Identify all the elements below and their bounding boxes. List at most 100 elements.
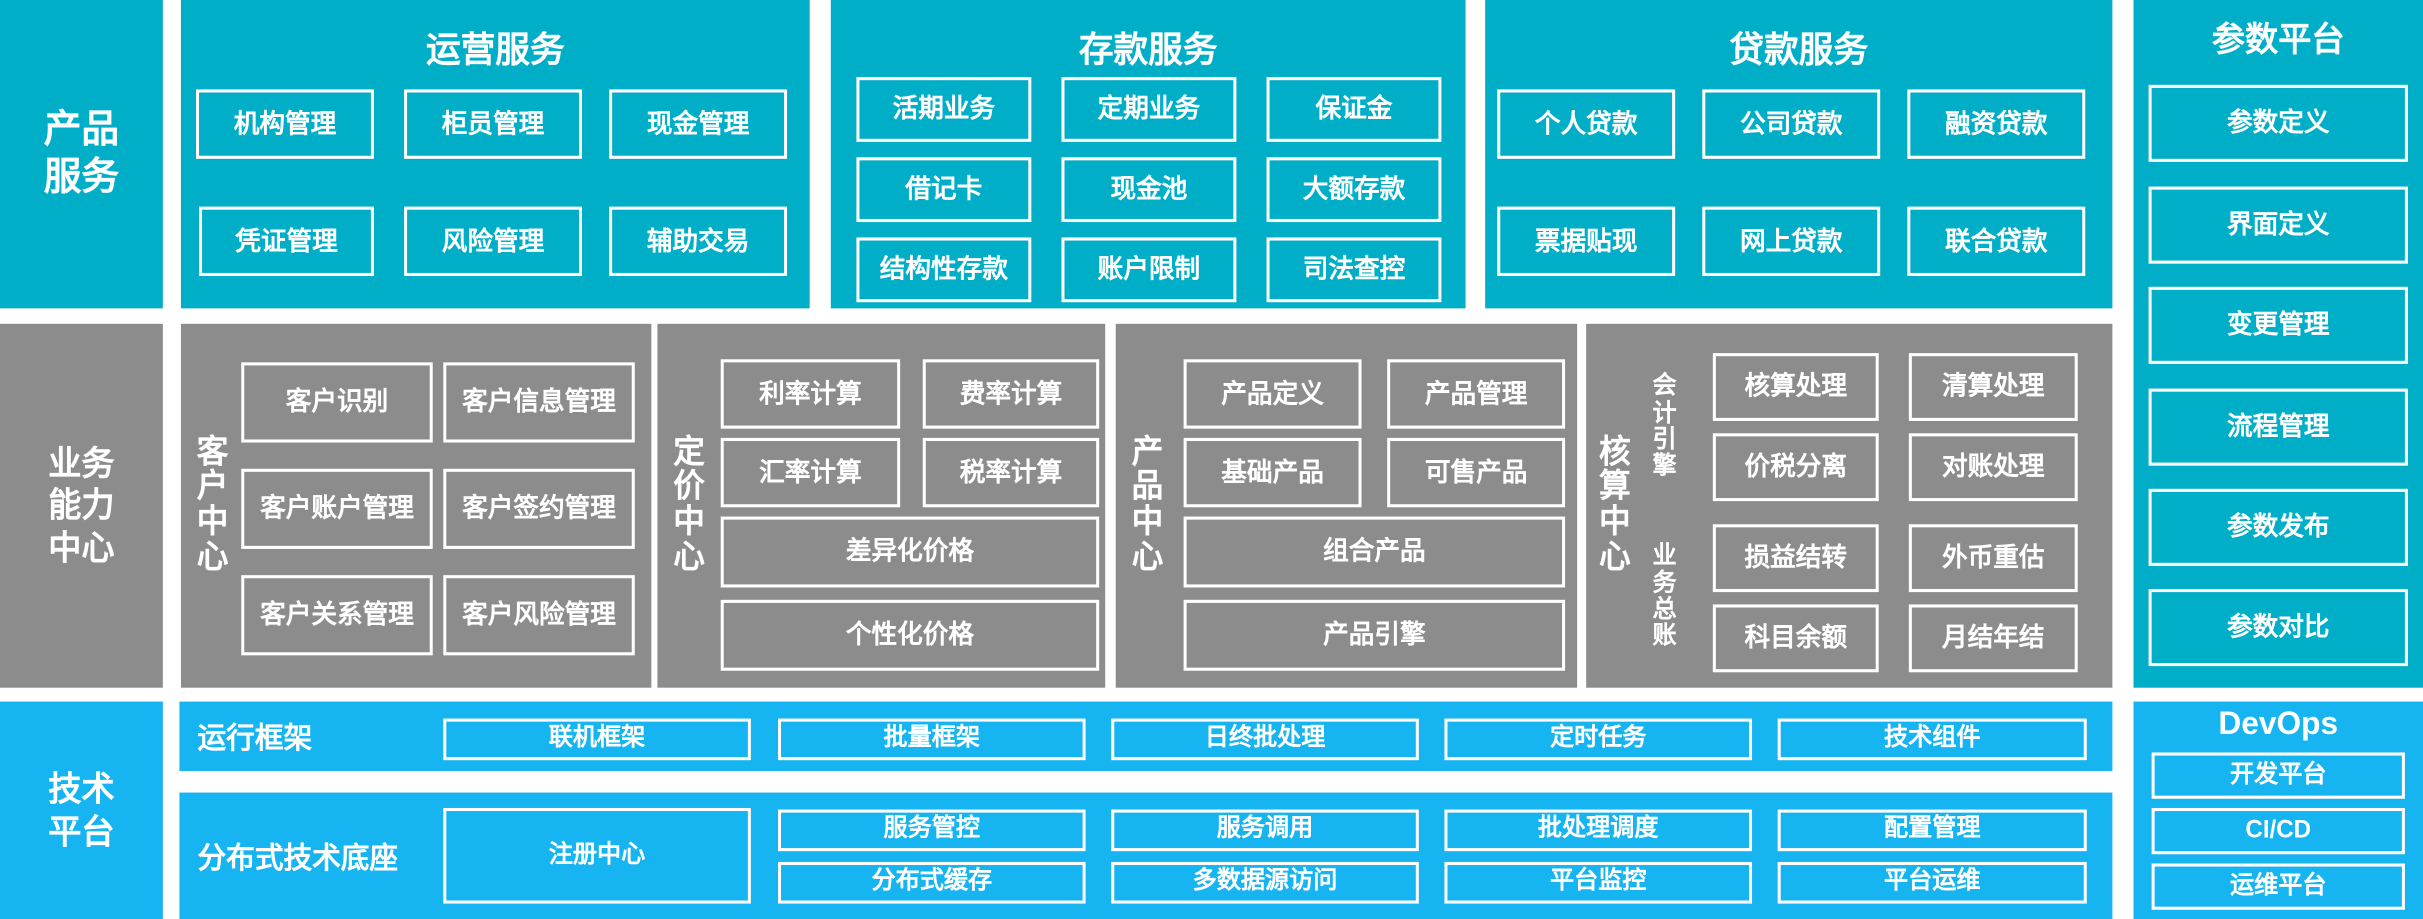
layer-label-line3: 中心: [48, 528, 115, 568]
layer-label-line1: 业务: [48, 443, 115, 483]
capability-cell-general-ledger-3[interactable]: 月结年结: [1908, 604, 2078, 673]
tech-cell-foundation-bottom-2[interactable]: 平台监控: [1444, 861, 1753, 904]
tech-cell-runtime-1[interactable]: 批量框架: [778, 718, 1086, 761]
center-label-char-2: 中: [196, 504, 229, 540]
capability-cell-product-1[interactable]: 产品管理: [1387, 359, 1566, 429]
service-cell-operations-0[interactable]: 机构管理: [196, 89, 374, 159]
service-cell-loan-2[interactable]: 融资贷款: [1907, 89, 2086, 159]
capability-cell-customer-0[interactable]: 客户识别: [241, 362, 433, 443]
tech-cell-foundation-bottom-3[interactable]: 平台运维: [1777, 861, 2087, 904]
service-cell-deposit-0[interactable]: 活期业务: [856, 77, 1032, 142]
subgroup-label-char-3: 账: [1652, 623, 1677, 650]
tech-cell-runtime-3[interactable]: 定时任务: [1444, 718, 1753, 761]
capability-cell-pricing-0[interactable]: 利率计算: [720, 359, 901, 429]
service-cell-deposit-5[interactable]: 大额存款: [1266, 157, 1442, 223]
parameter-cell-4[interactable]: 参数发布: [2148, 488, 2408, 566]
capability-cell-accounting-engine-2[interactable]: 价税分离: [1712, 433, 1879, 502]
center-label-accounting: 核 算 中 心: [1595, 342, 1634, 669]
capability-cell-pricing-2[interactable]: 汇率计算: [720, 437, 901, 508]
tech-row-label-runtime: 运行框架: [197, 723, 313, 756]
tech-cell-foundation-bottom-1[interactable]: 多数据源访问: [1111, 861, 1419, 904]
group-title-deposit: 存款服务: [1078, 29, 1218, 70]
service-cell-deposit-6[interactable]: 结构性存款: [856, 237, 1032, 303]
service-cell-operations-2[interactable]: 现金管理: [609, 89, 788, 159]
service-cell-deposit-1[interactable]: 定期业务: [1061, 77, 1237, 142]
service-cell-loan-4[interactable]: 网上贷款: [1702, 206, 1881, 277]
capability-cell-product-0[interactable]: 产品定义: [1183, 359, 1362, 429]
devops-cell-0[interactable]: 开发平台: [2151, 752, 2405, 799]
capability-cell-accounting-engine-3[interactable]: 对账处理: [1908, 433, 2078, 502]
product-service-rail-panel: [0, 0, 163, 309]
tech-cell-foundation-top-1[interactable]: 服务调用: [1111, 809, 1419, 852]
parameter-cell-3[interactable]: 流程管理: [2148, 388, 2408, 466]
capability-cell-customer-4[interactable]: 客户关系管理: [241, 575, 433, 656]
center-panel-accounting: [1586, 323, 2113, 688]
capability-cell-general-ledger-1[interactable]: 外币重估: [1908, 524, 2078, 593]
center-label-char-2: 中: [673, 504, 705, 540]
parameter-cell-0[interactable]: 参数定义: [2148, 84, 2408, 162]
parameter-cell-1[interactable]: 界面定义: [2148, 186, 2408, 264]
center-label-char-0: 核: [1598, 434, 1631, 470]
service-cell-deposit-3[interactable]: 借记卡: [856, 157, 1032, 223]
tech-cell-runtime-2[interactable]: 日终批处理: [1111, 718, 1419, 761]
capability-cell-product-4[interactable]: 组合产品: [1183, 516, 1566, 588]
capability-cell-customer-5[interactable]: 客户风险管理: [443, 575, 635, 656]
service-cell-loan-3[interactable]: 票据贴现: [1497, 206, 1676, 277]
parameter-cell-2[interactable]: 变更管理: [2148, 286, 2408, 364]
capability-cell-pricing-4[interactable]: 差异化价格: [720, 516, 1100, 588]
tech-cell-runtime-4[interactable]: 技术组件: [1777, 718, 2087, 761]
service-cell-deposit-7[interactable]: 账户限制: [1061, 237, 1237, 303]
devops-cell-2[interactable]: 运维平台: [2151, 863, 2405, 910]
parameter-platform-panel: [2133, 0, 2423, 688]
capability-cell-pricing-3[interactable]: 税率计算: [922, 437, 1100, 508]
service-cell-operations-3[interactable]: 凭证管理: [199, 206, 374, 277]
center-label-char-0: 产: [1131, 434, 1164, 470]
center-label-char-1: 算: [1598, 469, 1631, 505]
tech-cell-runtime-0[interactable]: 联机框架: [443, 718, 751, 761]
group-title-operations: 运营服务: [425, 29, 565, 70]
service-cell-loan-1[interactable]: 公司贷款: [1702, 89, 1881, 159]
subgroup-label-char-3: 擎: [1652, 453, 1677, 480]
capability-cell-customer-3[interactable]: 客户签约管理: [443, 468, 635, 549]
capability-cell-accounting-engine-1[interactable]: 清算处理: [1908, 353, 2078, 421]
service-cell-operations-4[interactable]: 风险管理: [404, 206, 583, 277]
parameter-cell-5[interactable]: 参数对比: [2148, 589, 2408, 667]
group-panel-loan: [1485, 0, 2113, 309]
capability-cell-accounting-engine-0[interactable]: 核算处理: [1712, 353, 1879, 421]
capability-cell-customer-2[interactable]: 客户账户管理: [241, 468, 433, 549]
service-cell-deposit-8[interactable]: 司法查控: [1266, 237, 1442, 303]
tech-cell-foundation-bottom-0[interactable]: 分布式缓存: [778, 861, 1086, 904]
service-cell-deposit-2[interactable]: 保证金: [1266, 77, 1442, 142]
center-label-char-1: 品: [1131, 469, 1164, 505]
layer-label-line2: 平台: [48, 811, 115, 851]
service-cell-loan-0[interactable]: 个人贷款: [1497, 89, 1676, 159]
capability-cell-product-5[interactable]: 产品引擎: [1183, 599, 1566, 671]
capability-cell-general-ledger-2[interactable]: 科目余额: [1712, 604, 1879, 673]
service-cell-operations-5[interactable]: 辅助交易: [609, 206, 788, 277]
center-label-char-3: 心: [1131, 539, 1164, 575]
capability-cell-general-ledger-0[interactable]: 损益结转: [1712, 524, 1879, 593]
subgroup-label-char-1: 务: [1652, 570, 1677, 597]
tech-cell-registry-center[interactable]: 注册中心: [443, 807, 751, 904]
layer-label-line1: 技术: [48, 769, 115, 808]
service-cell-operations-1[interactable]: 柜员管理: [404, 89, 583, 159]
devops-title: DevOps: [2218, 706, 2339, 742]
devops-cell-1[interactable]: CI/CD: [2151, 807, 2405, 855]
capability-cell-product-2[interactable]: 基础产品: [1183, 437, 1362, 508]
layer-label-line1: 产品: [43, 107, 120, 151]
service-cell-deposit-4[interactable]: 现金池: [1061, 157, 1237, 223]
center-label-char-3: 心: [673, 539, 705, 575]
capability-cell-customer-1[interactable]: 客户信息管理: [443, 362, 635, 443]
center-label-char-2: 中: [1131, 504, 1164, 540]
tech-cell-foundation-top-0[interactable]: 服务管控: [778, 809, 1086, 852]
tech-cell-foundation-top-2[interactable]: 批处理调度: [1444, 809, 1753, 852]
capability-cell-pricing-5[interactable]: 个性化价格: [720, 599, 1100, 671]
capability-cell-pricing-1[interactable]: 费率计算: [922, 359, 1100, 429]
tech-row-label-foundation: 分布式技术底座: [197, 842, 399, 876]
center-label-char-3: 心: [1598, 539, 1631, 575]
capability-cell-product-3[interactable]: 可售产品: [1387, 437, 1566, 508]
tech-cell-foundation-top-3[interactable]: 配置管理: [1777, 809, 2087, 852]
subgroup-label-char-1: 计: [1652, 400, 1677, 427]
group-panel-deposit: [830, 0, 1466, 309]
service-cell-loan-5[interactable]: 联合贷款: [1907, 206, 2086, 277]
